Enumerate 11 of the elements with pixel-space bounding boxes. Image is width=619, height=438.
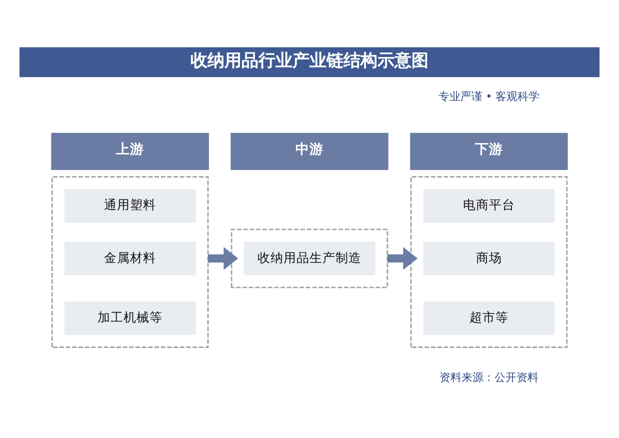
node-box: 中游 [230,132,388,170]
node-box: 下游 [410,132,568,170]
arrow [387,247,418,270]
arrow [208,247,238,270]
cluster [230,228,388,288]
diagram-title: 收纳用品行业产业链结构示意图 [190,51,428,72]
label: 资料来源：公开资料 [439,370,538,384]
cluster [51,176,209,348]
cluster [410,176,568,348]
node-box: 上游 [51,132,209,170]
label: 专业严谨 • 客观科学 [438,90,540,103]
